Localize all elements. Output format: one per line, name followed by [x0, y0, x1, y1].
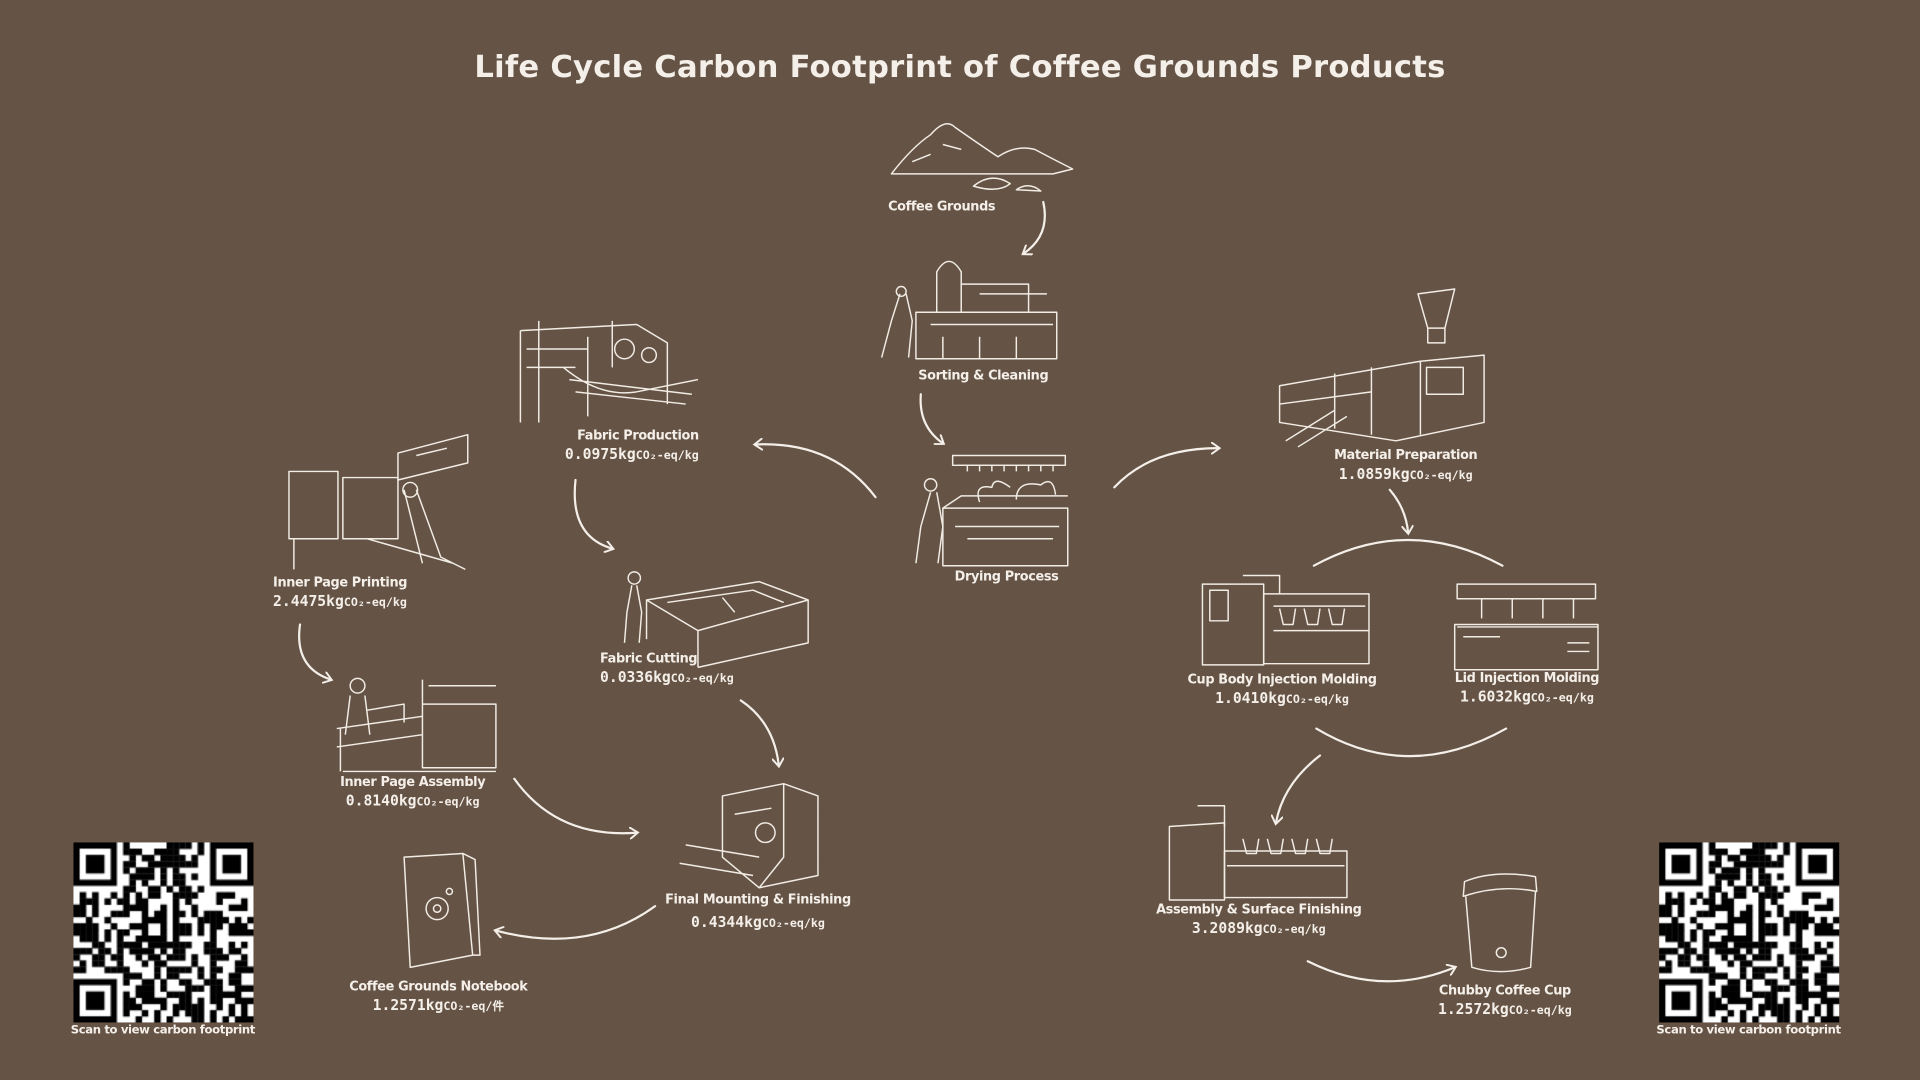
sorting-machine-illustration	[880, 260, 1058, 360]
node-value: 0.8140kgCO₂-eq/kg	[345, 792, 480, 810]
node-name: Inner Page Assembly	[340, 775, 486, 790]
node-value: 0.4344kgCO₂-eq/kg	[691, 913, 825, 931]
diagram-title: Life Cycle Carbon Footprint of Coffee Gr…	[474, 48, 1446, 85]
printing-machine-illustration	[288, 433, 469, 571]
node-value: 2.4475kgCO₂-eq/kg	[273, 592, 407, 610]
node-name: Assembly & Surface Finishing	[1156, 902, 1362, 918]
node-name: Cup Body Injection Molding	[1187, 672, 1377, 687]
node-name: Sorting & Cleaning	[918, 368, 1049, 384]
node-coffee-grounds: Coffee Grounds	[888, 200, 995, 215]
material-preparation-illustration	[1278, 288, 1485, 448]
qr-caption-left: Scan to view carbon footprint	[70, 1023, 256, 1038]
node-lid-injection: Lid Injection Molding 1.6032kgCO₂-eq/kg	[1454, 671, 1600, 706]
node-name: Inner Page Printing	[273, 575, 408, 591]
node-sorting-cleaning: Sorting & Cleaning	[918, 369, 1048, 384]
lid-molding-illustration	[1453, 583, 1599, 671]
node-value: 1.2571kgCO₂-eq/件	[372, 996, 505, 1014]
fabric-production-illustration	[519, 320, 699, 423]
qr-code-right[interactable]	[1659, 842, 1840, 1023]
node-name: Chubby Coffee Cup	[1438, 983, 1571, 998]
node-name: Material Preparation	[1334, 448, 1478, 463]
node-value: 0.0336kgCO₂-eq/kg	[600, 668, 734, 686]
node-name: Coffee Grounds Notebook	[349, 979, 528, 995]
cup-body-molding-illustration	[1201, 574, 1370, 666]
node-name: Coffee Grounds	[888, 199, 996, 215]
drying-machine-illustration	[915, 454, 1069, 567]
inner-page-assembly-illustration	[336, 677, 497, 773]
notebook-illustration	[403, 852, 481, 969]
assembly-machine-illustration	[1168, 804, 1348, 901]
node-drying-process: Drying Process	[955, 569, 1059, 584]
node-material-preparation: Material Preparation 1.0859kgCO₂-eq/kg	[1334, 448, 1478, 483]
node-value: 1.6032kgCO₂-eq/kg	[1460, 688, 1594, 706]
node-final-mounting: Final Mounting & Finishing 0.4344kgCO₂-eq…	[665, 893, 851, 931]
node-value: 3.2089kgCO₂-eq/kg	[1191, 919, 1326, 937]
node-name: Fabric Production	[577, 428, 699, 444]
node-value: 1.0859kgCO₂-eq/kg	[1338, 465, 1473, 483]
node-name: Final Mounting & Finishing	[665, 892, 851, 908]
node-value: 1.0410kgCO₂-eq/kg	[1215, 689, 1349, 707]
node-name: Fabric Cutting	[600, 651, 698, 667]
fabric-cutting-illustration	[623, 571, 809, 669]
node-name: Drying Process	[954, 569, 1059, 585]
node-name: Lid Injection Molding	[1454, 671, 1600, 686]
node-value: 0.0975kgCO₂-eq/kg	[564, 445, 699, 463]
node-value: 1.2572kgCO₂-eq/kg	[1437, 1000, 1572, 1018]
qr-code-left[interactable]	[73, 842, 254, 1023]
qr-caption-right: Scan to view carbon footprint	[1656, 1023, 1841, 1038]
coffee-cup-illustration	[1462, 873, 1538, 973]
node-chubby-coffee-cup: Chubby Coffee Cup 1.2572kgCO₂-eq/kg	[1438, 983, 1572, 1017]
flow-arrows	[298, 200, 1508, 983]
node-cup-body-injection: Cup Body Injection Molding 1.0410kgCO₂-eq…	[1187, 672, 1376, 706]
coffee-grounds-illustration	[890, 123, 1074, 192]
node-inner-page-assembly: Inner Page Assembly 0.8140kgCO₂-eq/kg	[340, 775, 486, 810]
final-mounting-illustration	[679, 782, 819, 889]
